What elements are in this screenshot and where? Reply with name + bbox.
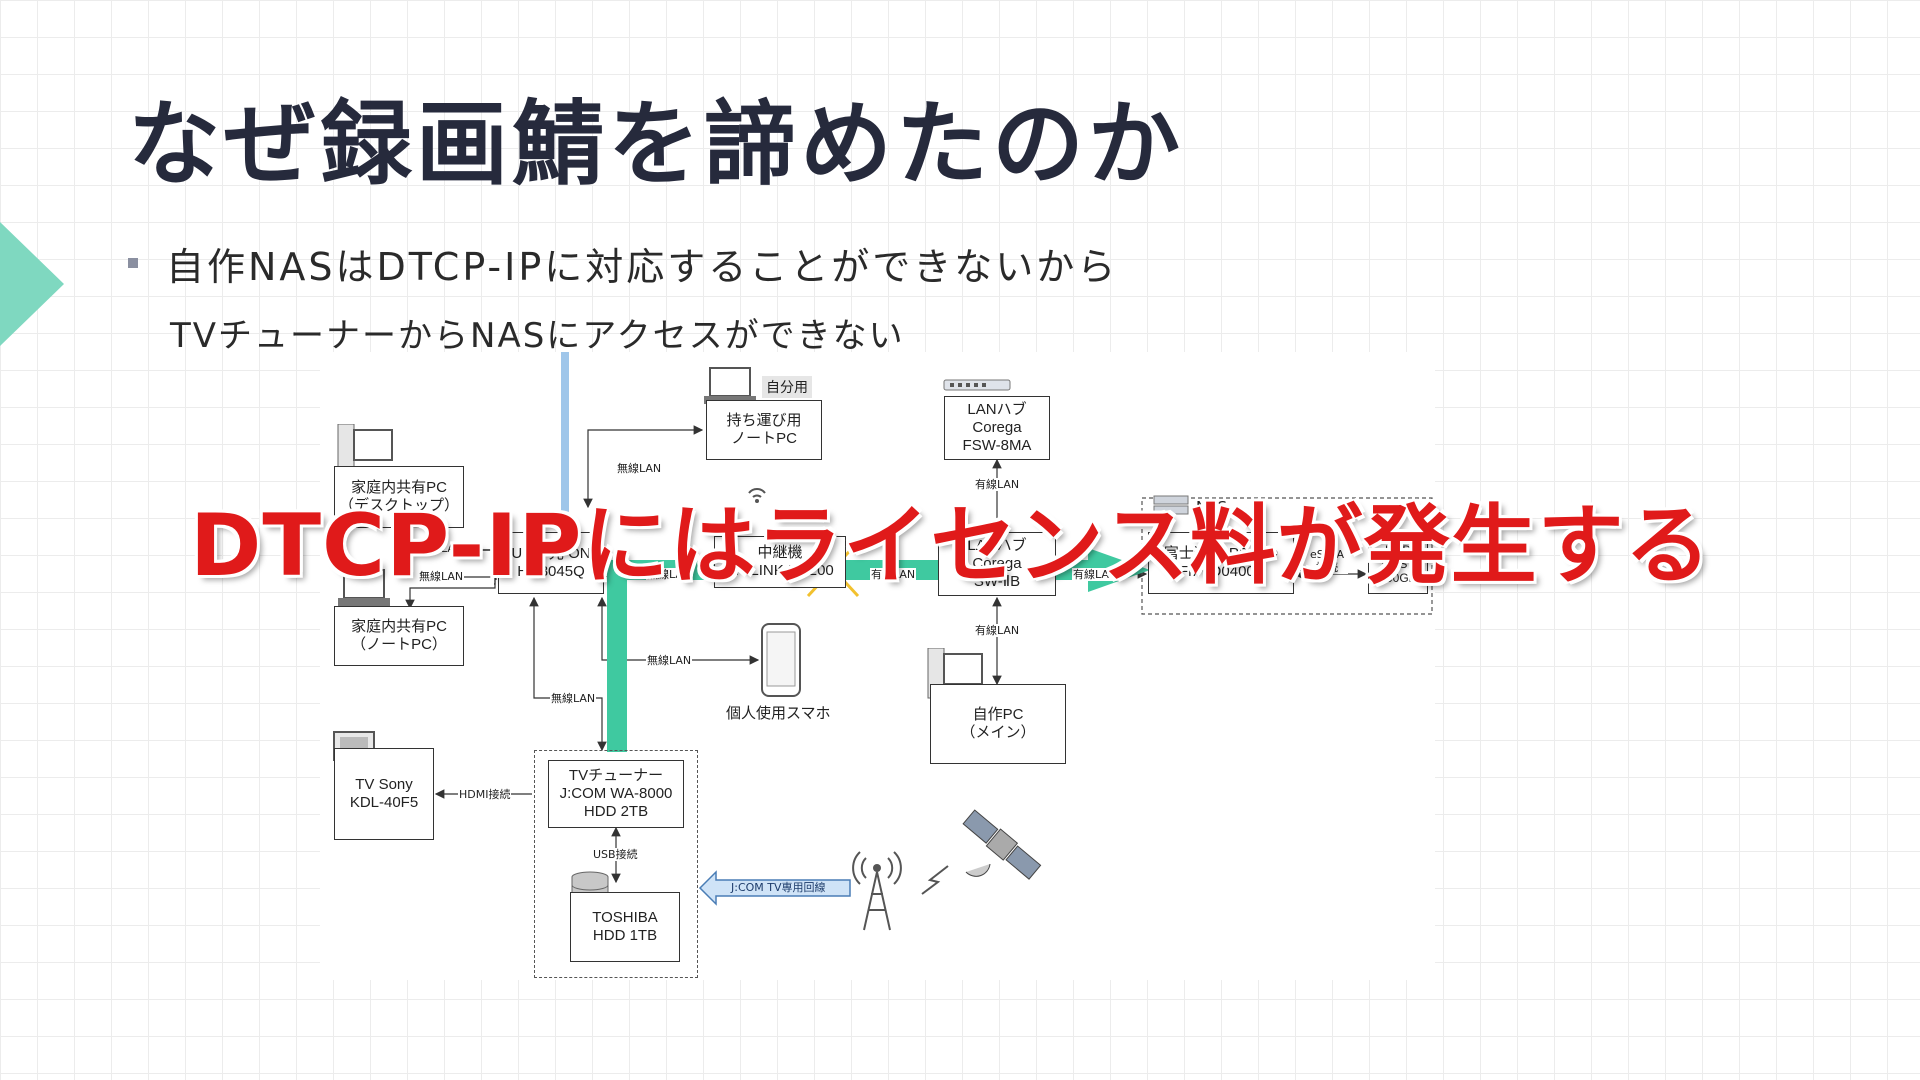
sub-text: TVチューナーからNASにアクセスができない (170, 316, 905, 356)
node-nas-pc: 富士通ESPRIMO FMVD04009 (1148, 532, 1294, 594)
node-portable-laptop: 持ち運び用 ノートPC (706, 400, 822, 460)
smartphone-icon (761, 623, 801, 697)
edge-label-wired: 有線LAN (974, 478, 1021, 491)
node-line: （デスクトップ） (338, 497, 459, 514)
node-nas-hdd: HDD HGST 500GB (1368, 534, 1428, 594)
node-line: HDD 2TB (583, 803, 649, 820)
node-tv: TV Sony KDL-40F5 (334, 748, 434, 840)
network-diagram: 持ち運び用 ノートPC 自分用 家庭内共有PC （デスクトップ） NURO 光 … (320, 352, 1435, 980)
tuner-group (534, 750, 698, 978)
node-line: 持ち運び用 (726, 412, 802, 429)
signal-bolt-icon (921, 865, 949, 895)
node-line: 自作PC (972, 706, 1024, 723)
node-line: TVチューナー (568, 767, 664, 784)
edge-label-wireless: 無線LAN (550, 692, 597, 705)
edge-label-hdmi: HDMI接続 (458, 788, 512, 801)
node-line: 家庭内共有PC (351, 479, 447, 496)
node-line: （メイン） (960, 724, 1036, 741)
radio-tower-icon (852, 851, 902, 931)
node-line: NURO 光 ONU (500, 545, 602, 562)
node-line: HGST (1381, 557, 1415, 571)
node-line: FSW-8MA (962, 437, 1032, 454)
node-line: 家庭内共有PC (351, 618, 447, 635)
tag-self-use: 自分用 (762, 376, 812, 398)
node-line: Corega (972, 555, 1022, 572)
node-laptop-shared: 家庭内共有PC （ノートPC） (334, 606, 464, 666)
nas-server-icon (1153, 495, 1189, 515)
node-hub1: LANハブ Corega FSW-8MA (944, 396, 1050, 460)
node-line: TP-LINK RE200 (726, 562, 834, 579)
node-line: KDL-40F5 (349, 794, 419, 811)
edge-label-wireless: 無線LAN (418, 570, 465, 583)
node-line: J:COM WA-8000 (559, 785, 673, 802)
node-toshiba-hdd: TOSHIBA HDD 1TB (570, 892, 680, 962)
edge-label-usb: USB接続 (592, 848, 639, 861)
node-line: 500GB (1379, 571, 1417, 585)
node-tuner: TVチューナー J:COM WA-8000 HDD 2TB (548, 760, 684, 828)
overlay-banner: DTCP-IPにはライセンス料が発生する (190, 496, 1712, 596)
blocked-access-path (607, 560, 1090, 752)
edge-label-wired: 有線LAN (870, 568, 917, 581)
fiber-line (561, 352, 569, 522)
node-line: TOSHIBA (592, 909, 658, 926)
blocked-access-arrowhead (1088, 548, 1150, 592)
node-line: LANハブ (967, 537, 1027, 554)
node-line: FMVD04009 (1178, 563, 1264, 580)
node-line: 富士通ESPRIMO (1163, 545, 1279, 562)
node-line: 中継機 (757, 544, 803, 561)
node-main-pc: 自作PC （メイン） (930, 684, 1066, 764)
node-line: LANハブ (967, 401, 1027, 418)
edge-label-jcom-line: J:COM TV専用回線 (731, 881, 826, 894)
wifi-icon (748, 488, 766, 503)
edge-label-wired: 有線LAN (1072, 568, 1119, 581)
slide-title: なぜ録画鯖を諦めたのか (128, 91, 1185, 198)
nas-group-label: NAS (1196, 498, 1228, 516)
bullet-marker (128, 258, 138, 268)
node-line: Corega (972, 419, 1022, 436)
node-repeater: 中継機 TP-LINK RE200 (714, 536, 846, 588)
node-onu: NURO 光 ONU HG8045Q (498, 532, 604, 594)
node-line: （ノートPC） (351, 636, 447, 653)
edge-label-wireless: 無線LAN (616, 462, 663, 475)
jcom-line-arrow (698, 870, 851, 906)
smartphone-label: 個人使用スマホ (726, 704, 831, 722)
node-line: SW-ⅡB (973, 573, 1021, 590)
satellite-icon (962, 809, 1042, 880)
node-line: HDD (1385, 543, 1411, 557)
switch-icon (943, 379, 1011, 391)
edge-label-wireless: 無線LAN (646, 568, 693, 581)
laptop-icon (338, 569, 390, 606)
node-line: TV Sony (355, 776, 413, 793)
bullet-text: 自作NASはDTCP-IPに対応することができないから (166, 245, 1119, 289)
edge-label-wireless: 無線LAN (646, 654, 693, 667)
node-line: HDD 1TB (592, 927, 658, 944)
accent-arrow-shape (0, 222, 64, 346)
node-line: ノートPC (731, 430, 797, 447)
edge-label-wired: 有線LAN (974, 624, 1021, 637)
node-desktop-shared: 家庭内共有PC （デスクトップ） (334, 466, 464, 528)
edge-label-wireless: 無線LAN (418, 542, 465, 555)
edge-label-esata: eSATA接続 (1306, 548, 1348, 574)
node-hub2: LANハブ Corega SW-ⅡB (938, 532, 1056, 596)
node-line: HG8045Q (517, 563, 585, 580)
